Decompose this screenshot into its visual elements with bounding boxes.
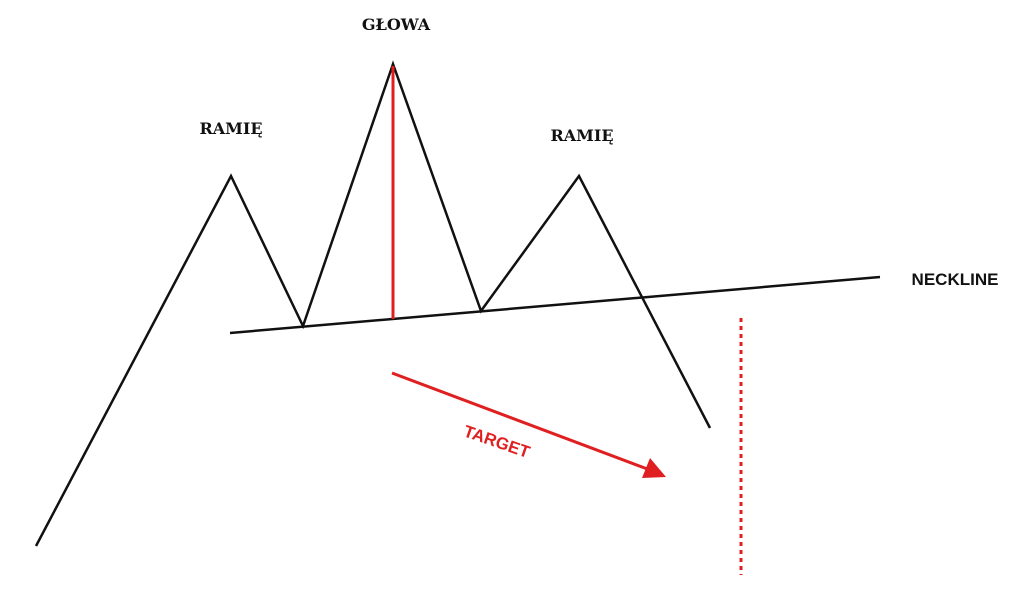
neckline-line <box>229 275 881 335</box>
target-arrowhead-icon <box>642 458 666 478</box>
target-label: TARGET <box>461 422 533 463</box>
head-label: GŁOWA <box>362 15 431 34</box>
neckline-label: NECKLINE <box>912 270 999 289</box>
price-line <box>34 60 712 547</box>
right-shoulder-label: RAMIĘ <box>550 126 613 145</box>
target-arrow <box>391 371 651 472</box>
left-shoulder-label: RAMIĘ <box>199 119 262 138</box>
